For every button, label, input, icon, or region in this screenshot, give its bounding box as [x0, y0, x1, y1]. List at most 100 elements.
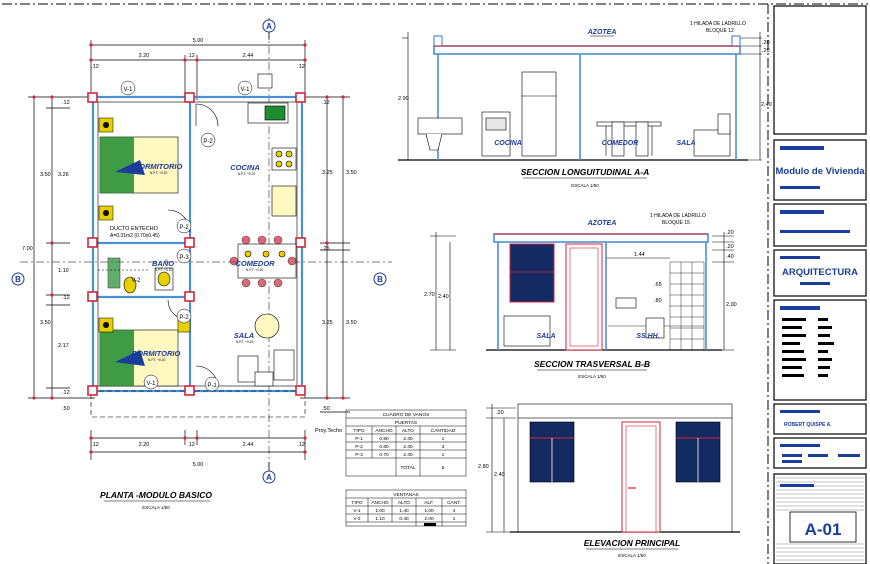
axis-b-right: B [377, 275, 383, 284]
table-cell: 1.40 [399, 508, 409, 514]
dining-table-icon [229, 235, 297, 288]
table-cell: 2.40 [403, 444, 413, 450]
duct-size: A=0.31m2 (0.70x0.45) [110, 233, 160, 239]
dim-text: .40 [726, 254, 734, 260]
dim-text: 2.40 [438, 294, 449, 300]
dim-text: .80 [654, 298, 662, 304]
room-level: N.P.T. +0.20 [150, 171, 167, 175]
table-subtitle: PUERTAS [395, 420, 417, 426]
table-cell: P-2 [355, 444, 363, 450]
dim-text: .50 [62, 406, 70, 412]
axis-b-left: B [15, 275, 21, 284]
section-room-label: SALA [676, 140, 695, 147]
dim-text: .20 [496, 410, 504, 416]
room-level: N.P.T. +0.20 [155, 268, 172, 272]
table-cell: 4 [453, 508, 456, 514]
door-tag: P-2 [179, 225, 189, 231]
room-label: COMEDOR [235, 259, 275, 268]
dim-text: 2.00 [726, 302, 737, 308]
table-cell: 1.00 [424, 508, 434, 514]
window-tag: V-1 [240, 87, 250, 93]
section-room-label: COCINA [494, 140, 522, 147]
windows-table: VENTANAS TIPO ANCHO ALTO ALF. CANT. V-1 … [345, 489, 467, 527]
window-tag: V-1 [123, 87, 133, 93]
section-note: BLOQUE 15 [662, 220, 690, 226]
section-room-label: SALA [536, 333, 555, 340]
dim-text: 3.50 [346, 320, 357, 326]
kitchen-icon [247, 73, 297, 217]
elevation-title: ELEVACION PRINCIPAL [584, 538, 681, 548]
duct-label: DUCTO ENTECHO [110, 226, 159, 232]
section-room-label: COMEDOR [602, 140, 639, 147]
section-aa-scale: ESCALA 1/50 [571, 183, 599, 188]
section-note: 1 HILADA DE LADRILLO [650, 213, 706, 219]
section-bb-title: SECCION TRASVERSAL B-B [534, 359, 650, 369]
table-header: ALTO [402, 428, 414, 434]
room-level: N.P.T. +0.20 [236, 340, 253, 344]
section-aa-title: SECCION LONGUITUDINAL A-A [521, 167, 649, 177]
table-total-label: TOTAL [400, 465, 415, 471]
project-name: Modulo de Vivienda [775, 166, 865, 177]
table-header: TIPO [353, 428, 364, 434]
window-tag: V-1 [146, 381, 156, 387]
dim-text: .12 [187, 53, 195, 59]
room-level: N.P.T. +0.20 [246, 268, 263, 272]
dim-text: 2.44 [243, 442, 254, 448]
dim-text: .12 [62, 100, 70, 106]
table-cell: P-3 [355, 452, 363, 458]
roof-projection-label: Proy.Techo [315, 428, 342, 434]
section-bb-scale: ESCALA 1/50 [578, 374, 606, 379]
sheet-number: A-01 [805, 520, 842, 539]
axis-a-bottom: A [266, 473, 272, 482]
section-aa: AZOTEA COCINA COMEDOR SALA 1 HILADA DE L… [398, 21, 772, 188]
table-title: CUADRO DE VANOS [383, 412, 430, 418]
dim-text: .20 [726, 244, 734, 250]
table-cell: 2.40 [403, 452, 413, 458]
dim-text: 3.50 [346, 170, 357, 176]
bed-icon [98, 117, 179, 221]
door-tag: P-2 [203, 139, 213, 145]
table-cell: 2.40 [403, 436, 413, 442]
author-name: ROBERT QUISPE A. [784, 422, 832, 428]
dim-text: .20 [726, 230, 734, 236]
table-header: ANCHO [371, 500, 389, 506]
section-room-label: SS.HH. [636, 333, 659, 340]
floor-plan: A A B B [11, 18, 392, 510]
table-total: 5 [442, 465, 445, 471]
dim-text: .20 [762, 40, 770, 46]
dim-text: 3.50 [40, 172, 51, 178]
room-label: COCINA [230, 163, 260, 172]
table-header: TIPO [351, 500, 362, 506]
table-cell: 1.00 [375, 508, 385, 514]
room-level: N.P.T. +0.20 [238, 172, 255, 176]
dim-text: 2.40 [761, 102, 772, 108]
table-cell: 2.00 [424, 516, 434, 522]
table-header: CANTIDAD [431, 428, 456, 434]
section-bb: AZOTEA SALA SS.HH. 1 HILADA DE LADRILLO … [424, 213, 737, 379]
dim-text: 2.70 [424, 292, 435, 298]
table-cell: V-1 [353, 508, 361, 514]
section-note: BLOQUE 12 [706, 28, 734, 34]
door-tag: P-3 [179, 255, 189, 261]
room-level: N.P.T. +0.20 [148, 358, 165, 362]
dim-text: .12 [297, 64, 305, 70]
toilet-icon [107, 257, 174, 294]
room-label: BAÑO [152, 259, 174, 268]
door-tag: P-2 [179, 315, 189, 321]
table-header: ALF. [424, 500, 434, 506]
table-cell: 1.10 [375, 516, 385, 522]
front-elevation: 2.80 2.40 .20 ELEVACION PRINCIPAL ESCALA… [478, 403, 740, 558]
dim-text: 2.80 [478, 464, 489, 470]
dim-text: .12 [297, 442, 305, 448]
table-cell: 3 [442, 444, 445, 450]
table-header: ANCHO [375, 428, 393, 434]
table-cell: 1 [442, 452, 445, 458]
table-cell: 0.70 [379, 452, 389, 458]
section-note: 1 HILADA DE LADRILLO [690, 21, 746, 27]
table-cell: 0.80 [379, 444, 389, 450]
room-label: DORMITORIO [132, 349, 181, 358]
table-cell: P-1 [355, 436, 363, 442]
table-title: VENTANAS [393, 492, 419, 498]
dim-text: 7.00 [22, 246, 33, 252]
